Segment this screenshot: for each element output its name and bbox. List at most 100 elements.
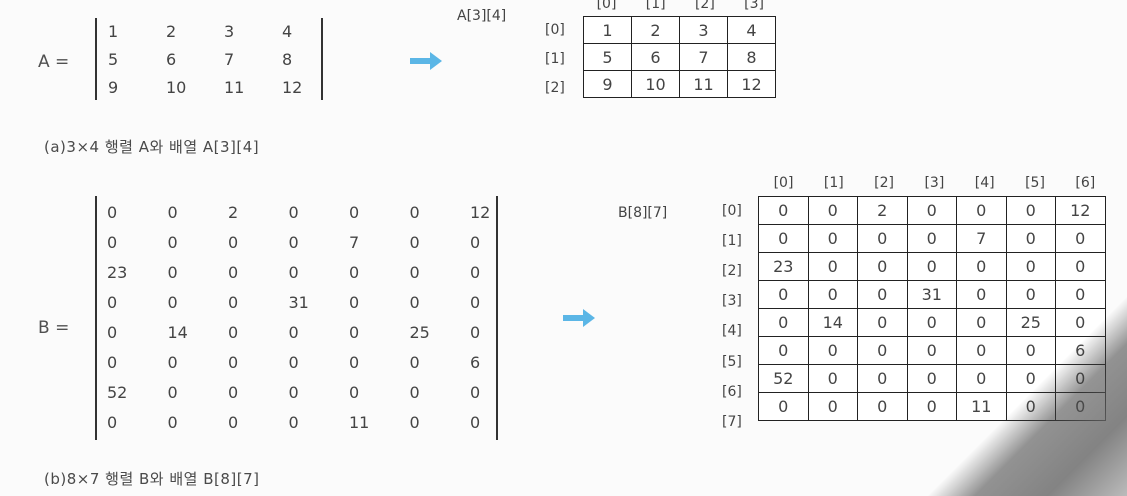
matrix-b-entry: 0: [349, 263, 360, 282]
array-a-cell: 12: [727, 70, 776, 98]
matrix-b-entry: 0: [349, 323, 360, 342]
array-b-cell: 0: [906, 308, 957, 337]
matrix-a-left-bracket: [95, 18, 97, 100]
array-b-col-index: [2]: [874, 175, 895, 191]
matrix-b-entry: 7: [349, 233, 360, 252]
array-b-cell: 0: [758, 336, 809, 365]
array-b-cell: 25: [1005, 308, 1056, 337]
array-a-cell: 5: [583, 43, 632, 71]
array-b-cell: 0: [857, 364, 908, 393]
matrix-b-entry: 0: [349, 353, 360, 372]
matrix-a-entry: 10: [166, 78, 187, 97]
array-b-cell: 0: [956, 280, 1007, 309]
array-b-row-index: [6]: [722, 383, 742, 400]
matrix-b-entry: 0: [409, 383, 420, 402]
array-b-cell: 0: [857, 224, 908, 253]
right-arrow-icon: [410, 52, 442, 70]
matrix-b-right-bracket: [496, 196, 498, 440]
matrix-b-entry: 0: [228, 413, 239, 432]
matrix-a-entry: 8: [282, 50, 293, 69]
array-a-cell: 7: [679, 43, 728, 71]
array-b-row-index: [1]: [722, 233, 742, 250]
array-b-cell: 0: [1055, 308, 1106, 337]
matrix-b-entry: 0: [409, 263, 420, 282]
matrix-a-entry: 3: [224, 22, 235, 41]
array-b-cell: 7: [956, 224, 1007, 253]
matrix-b-entry: 11: [349, 413, 370, 432]
array-b-cell: 0: [1005, 364, 1056, 393]
array-b-col-index: [5]: [1025, 175, 1045, 191]
array-b-cell: 0: [857, 308, 908, 337]
array-b-cell: 0: [807, 364, 858, 393]
matrix-b-entry: 6: [470, 353, 481, 372]
array-a-cell: 11: [679, 70, 728, 98]
matrix-b-entry: 12: [470, 203, 491, 222]
matrix-b-entry: 0: [107, 233, 118, 252]
array-a-row-index: [0]: [545, 22, 565, 38]
array-b-cell: 0: [857, 252, 908, 281]
array-b-row-index: [5]: [722, 353, 742, 370]
array-b-cell: 0: [758, 392, 809, 421]
array-b-cell: 0: [758, 308, 809, 337]
array-b-cell: 0: [906, 252, 957, 281]
array-b-cell: 0: [1005, 224, 1056, 253]
array-b-cell: 6: [1055, 336, 1106, 365]
array-b-cell: 0: [857, 392, 908, 421]
matrix-b-entry: 0: [107, 323, 118, 342]
array-b-cell: 0: [857, 280, 908, 309]
matrix-b-entry: 0: [228, 383, 239, 402]
matrix-b-entry: 0: [470, 383, 481, 402]
matrix-a-label: A =: [38, 52, 70, 72]
array-b-cell: 0: [956, 364, 1007, 393]
array-b-cell: 0: [1005, 336, 1056, 365]
matrix-b-entry: 0: [409, 233, 420, 252]
matrix-b-entry: 0: [409, 353, 420, 372]
matrix-b-entry: 0: [228, 323, 239, 342]
array-a-cell: 2: [631, 16, 680, 44]
array-a-cell: 6: [631, 43, 680, 71]
matrix-b-entry: 0: [167, 233, 178, 252]
matrix-b-entry: 0: [107, 203, 118, 222]
matrix-a-entry: 7: [224, 50, 235, 69]
array-b-cell: 0: [1005, 392, 1056, 421]
array-b-col-index: [0]: [773, 175, 794, 191]
array-b-cell: 0: [1005, 196, 1056, 225]
matrix-a-entry: 9: [108, 78, 119, 97]
array-a-cell: 1: [583, 16, 632, 44]
array-b-cell: 0: [906, 392, 957, 421]
array-b-cell: 0: [1055, 252, 1106, 281]
array-b-row-index: [2]: [722, 263, 742, 280]
matrix-b-entry: 0: [288, 203, 299, 222]
matrix-b-entry: 0: [470, 263, 481, 282]
array-b-cell: 0: [956, 252, 1007, 281]
array-b-cell: 0: [956, 308, 1007, 337]
array-b-cell: 0: [1055, 224, 1106, 253]
array-b-cell: 52: [758, 364, 809, 393]
matrix-b-entry: 0: [288, 353, 299, 372]
array-b-cell: 0: [758, 280, 809, 309]
matrix-a-entry: 5: [108, 50, 119, 69]
array-b-cell: 11: [956, 392, 1007, 421]
array-b-cell: 0: [906, 364, 957, 393]
array-b-cell: 0: [758, 196, 809, 225]
array-b-col-index: [6]: [1075, 175, 1096, 191]
array-b-cell: 12: [1055, 196, 1106, 225]
matrix-b-entry: 0: [288, 323, 299, 342]
matrix-b-entry: 0: [349, 293, 360, 312]
matrix-b-entry: 2: [228, 203, 239, 222]
matrix-b-entry: 0: [167, 413, 178, 432]
matrix-b-entry: 0: [107, 353, 118, 372]
array-a-name: A[3][4]: [457, 8, 507, 24]
array-b-cell: 0: [807, 392, 858, 421]
matrix-b-entry: 0: [409, 203, 420, 222]
matrix-b-entry: 0: [470, 413, 481, 432]
array-b-row-index: [7]: [722, 413, 742, 430]
caption-a: (a)3×4 행렬 A와 배열 A[3][4]: [44, 138, 260, 156]
